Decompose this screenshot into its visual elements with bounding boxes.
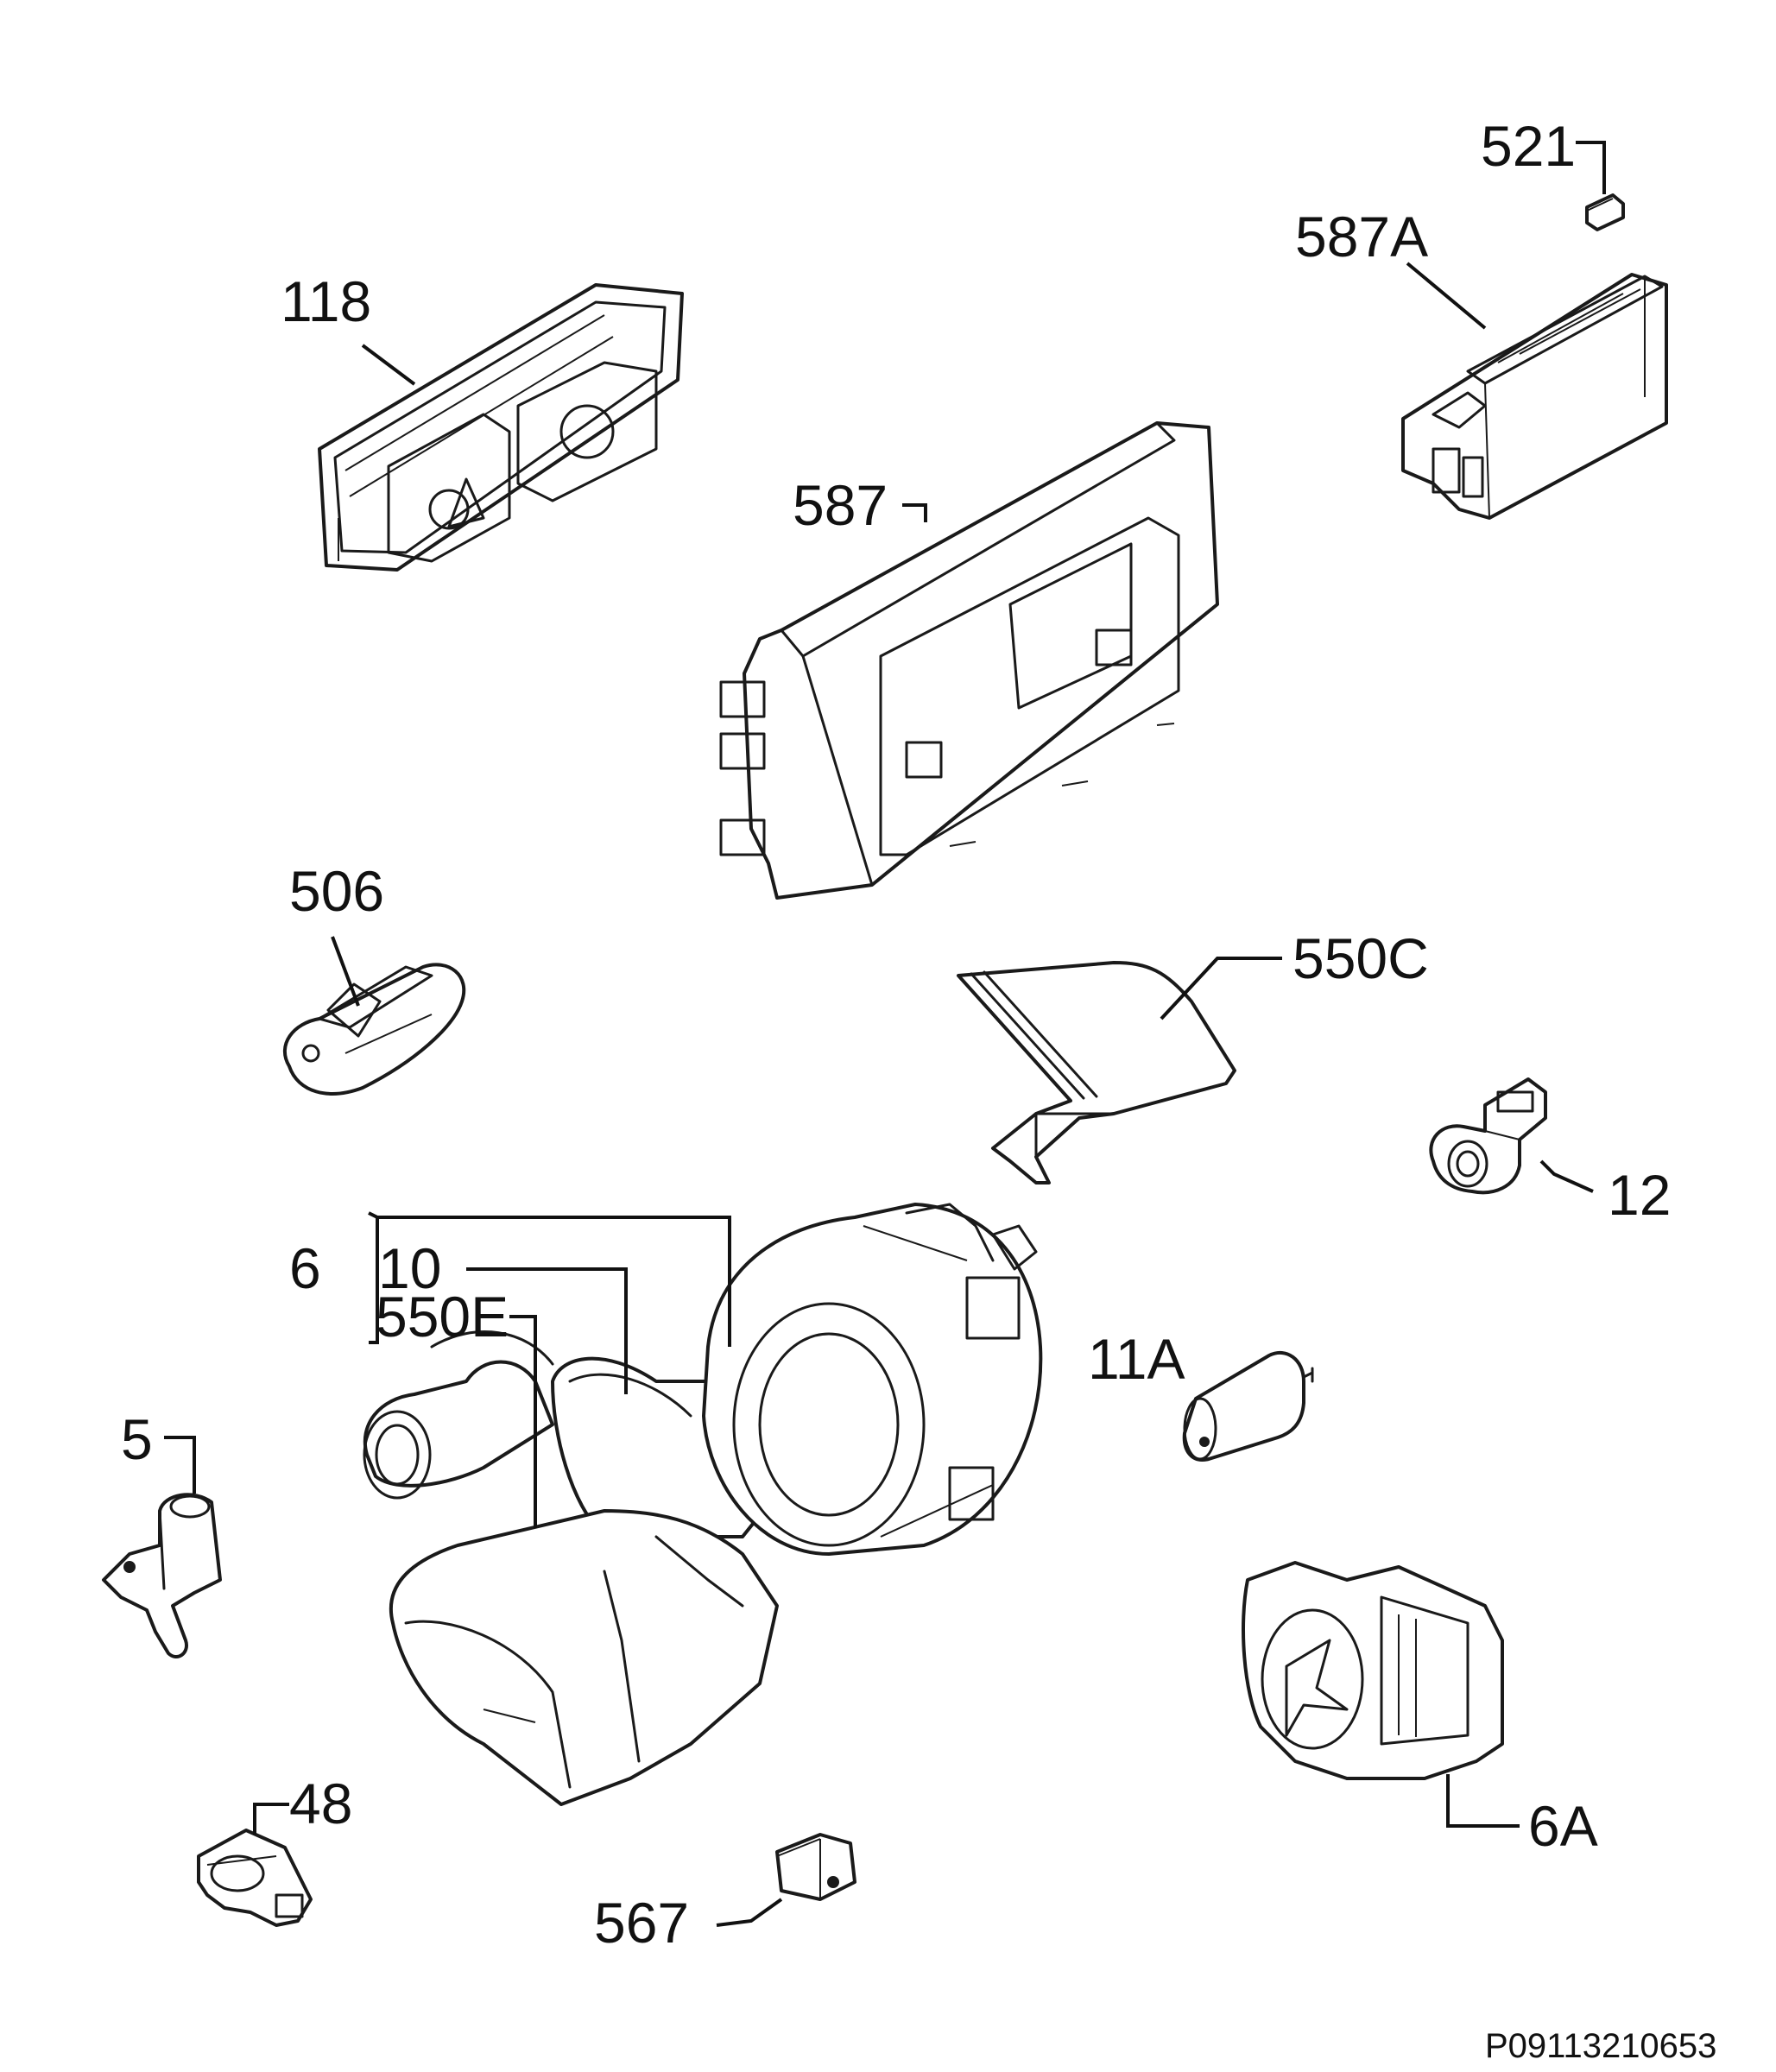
label-48: 48	[289, 1772, 352, 1835]
part-12-valve	[1429, 1077, 1547, 1195]
part-118-control-board	[318, 283, 684, 572]
part-6-circulation-pump-assembly	[363, 1203, 1043, 1806]
part-506-sensor	[283, 963, 466, 1096]
part-587-electronic-box	[719, 421, 1219, 900]
label-587A: 587A	[1295, 205, 1428, 268]
part-567-connector	[775, 1833, 856, 1901]
part-5-inlet-valve	[102, 1493, 222, 1658]
label-567: 567	[594, 1891, 689, 1955]
part-6A-drain-pump	[1242, 1561, 1504, 1780]
label-550E: 550E	[376, 1285, 509, 1349]
label-11A: 11A	[1088, 1327, 1185, 1391]
label-6: 6	[289, 1236, 321, 1300]
label-506: 506	[289, 859, 384, 923]
label-550C: 550C	[1292, 926, 1429, 990]
part-labels: 118 521 587A 587 506 550C 12 6 10 550E 1…	[121, 114, 1671, 1955]
part-550C-cover	[957, 961, 1236, 1184]
leader-lines	[164, 141, 1606, 1927]
label-10: 10	[378, 1236, 441, 1300]
label-587: 587	[793, 473, 888, 537]
label-5: 5	[121, 1407, 153, 1471]
label-12: 12	[1608, 1163, 1671, 1227]
part-11A-capacitor	[1182, 1350, 1314, 1462]
label-118: 118	[281, 269, 371, 333]
label-521: 521	[1481, 114, 1576, 178]
diagram-reference-code: P09113210653	[1485, 2027, 1716, 2065]
part-587A-module	[1401, 273, 1668, 520]
label-6A: 6A	[1528, 1794, 1598, 1858]
part-48-valve	[197, 1829, 313, 1927]
part-521-clip	[1585, 193, 1625, 231]
